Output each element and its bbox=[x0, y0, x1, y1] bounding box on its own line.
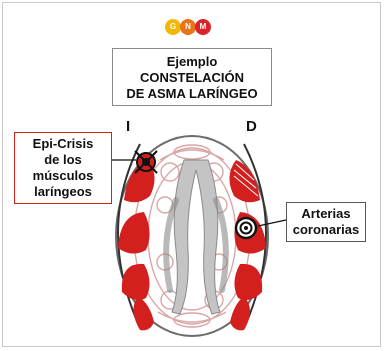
callout-epicrisis-line-4: laríngeos bbox=[15, 184, 111, 200]
coronary-target-icon bbox=[236, 218, 256, 238]
callout-coronary-arteries: Arterias coronarias bbox=[286, 202, 366, 242]
callout-epicrisis-line-1: Epi-Crisis bbox=[15, 136, 111, 152]
callout-epicrisis: Epi-Crisis de los músculos laríngeos bbox=[14, 132, 112, 204]
callout-epicrisis-line-2: de los bbox=[15, 152, 111, 168]
epicrisis-target-icon bbox=[135, 151, 157, 173]
callout-coronary-line-2: coronarias bbox=[287, 222, 365, 238]
callout-epicrisis-line-3: músculos bbox=[15, 168, 111, 184]
callout-coronary-line-1: Arterias bbox=[287, 206, 365, 222]
